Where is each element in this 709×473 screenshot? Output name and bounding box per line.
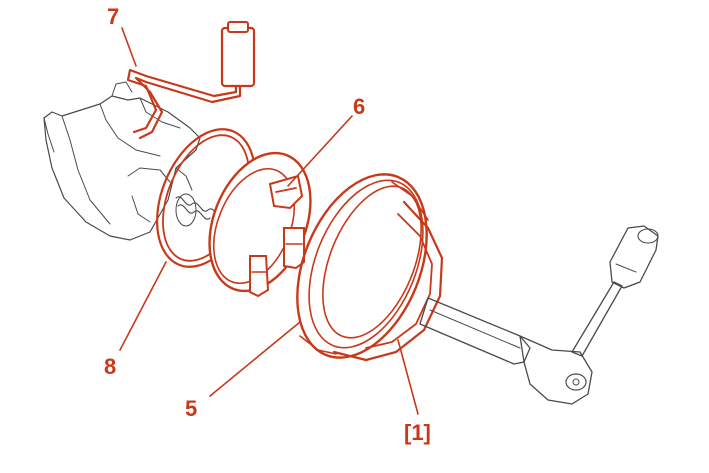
leader-lines [119, 27, 419, 415]
callout-label-5: 5 [185, 396, 197, 421]
callout-label-7: 7 [107, 4, 119, 29]
callout-label-1: [1] [404, 420, 431, 445]
special-tool-1 [332, 200, 659, 405]
callout-label-8: 8 [104, 354, 116, 379]
lock-ring-part-5 [296, 173, 429, 359]
fuel-pump-body [43, 81, 225, 241]
wire-harness-part-7 [126, 21, 256, 140]
callout-label-6: 6 [353, 94, 365, 119]
flange-plate-part-6 [208, 151, 312, 298]
